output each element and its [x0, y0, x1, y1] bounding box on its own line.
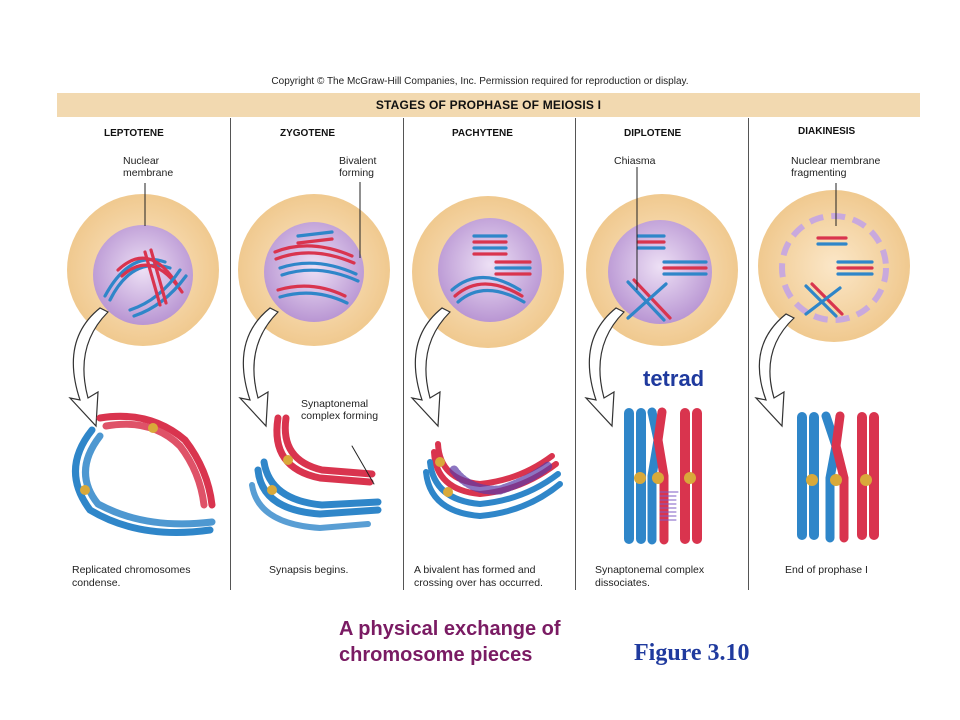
column-divider	[575, 118, 576, 590]
stage-title-zygotene: ZYGOTENE	[280, 128, 336, 139]
cell-diplotene	[586, 167, 738, 346]
label-bivalent-forming: Bivalent forming	[339, 155, 377, 179]
column-divider	[230, 118, 231, 590]
cell-leptotene	[67, 183, 219, 346]
stage-title-leptotene: LEPTOTENE	[104, 128, 164, 139]
caption-diakinesis: End of prophase I	[785, 564, 868, 576]
label-nuclear-membrane: Nuclear membrane	[123, 155, 174, 179]
cell-diakinesis	[758, 183, 910, 342]
caption-pachytene: A bivalent has formed and crossing over …	[414, 564, 543, 589]
detail-zygotene	[249, 414, 382, 532]
detail-diplotene	[624, 407, 702, 545]
figure-label: Figure 3.10	[634, 640, 750, 666]
detail-diakinesis	[797, 411, 879, 543]
label-chiasma: Chiasma	[614, 155, 656, 167]
banner-title: STAGES OF PROPHASE OF MEIOSIS I	[375, 98, 602, 112]
column-divider	[748, 118, 749, 590]
cell-pachytene	[412, 196, 564, 348]
exchange-caption: A physical exchange of chromosome pieces	[339, 618, 561, 666]
detail-pachytene	[423, 441, 563, 520]
caption-diplotene: Synaptonemal complex dissociates.	[595, 564, 705, 589]
label-nuclear-membrane-fragmenting: Nuclear membrane fragmenting	[791, 155, 881, 179]
column-divider	[403, 118, 404, 590]
zoom-arrows	[68, 307, 796, 428]
stage-title-pachytene: PACHYTENE	[452, 128, 513, 139]
stage-title-diakinesis: DIAKINESIS	[798, 126, 856, 137]
label-synaptonemal-forming: Synaptonemal complex forming	[301, 398, 379, 422]
stages-banner: STAGES OF PROPHASE OF MEIOSIS I	[57, 93, 920, 117]
cell-zygotene	[238, 182, 390, 346]
stage-title-diplotene: DIPLOTENE	[624, 128, 682, 139]
caption-leptotene: Replicated chromosomes condense.	[72, 564, 191, 589]
detail-leptotene	[72, 412, 216, 536]
tetrad-label: tetrad	[643, 366, 705, 391]
copyright-notice: Copyright © The McGraw-Hill Companies, I…	[271, 76, 689, 87]
caption-zygotene: Synapsis begins.	[269, 564, 349, 576]
